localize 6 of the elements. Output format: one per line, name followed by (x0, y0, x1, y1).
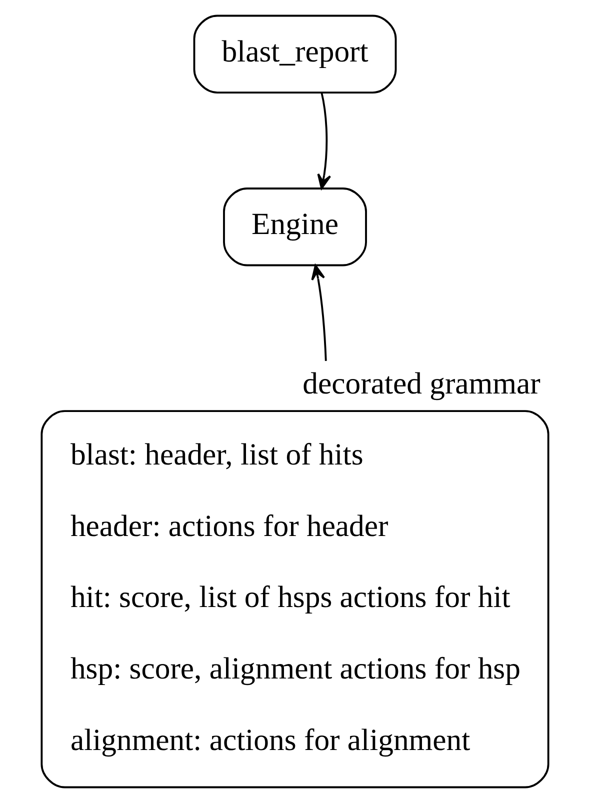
arrow (317, 92, 332, 190)
arrow (311, 264, 327, 362)
node-box: blast: header, list of hits header: actions for header hit: score, list of hsps actions for hit hsp: score, alignment actions for hsp alignment: actions for alignment (40, 410, 550, 788)
node-box: Engine (223, 188, 367, 266)
node-label: decorated grammar (302, 366, 540, 400)
node-box: blast_report (193, 14, 397, 94)
